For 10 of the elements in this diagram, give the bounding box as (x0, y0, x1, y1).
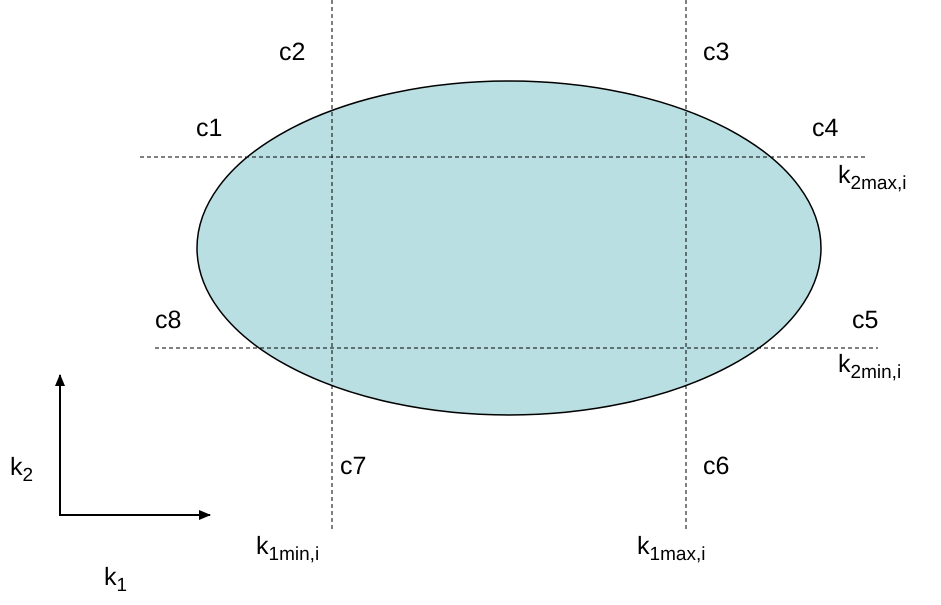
axis-label: c3 (703, 40, 730, 65)
axis-label: c7 (340, 454, 366, 479)
axis-label: c6 (703, 454, 730, 479)
axis-label: c5 (852, 308, 878, 333)
axis-label: c2 (279, 40, 306, 65)
axis-label: c8 (155, 308, 182, 333)
axis-label: c1 (196, 116, 222, 141)
axis-label: k$_{2}$ (10, 455, 34, 480)
axis-label: k$_{1}$ (104, 565, 128, 590)
axis-label: c4 (812, 116, 838, 141)
